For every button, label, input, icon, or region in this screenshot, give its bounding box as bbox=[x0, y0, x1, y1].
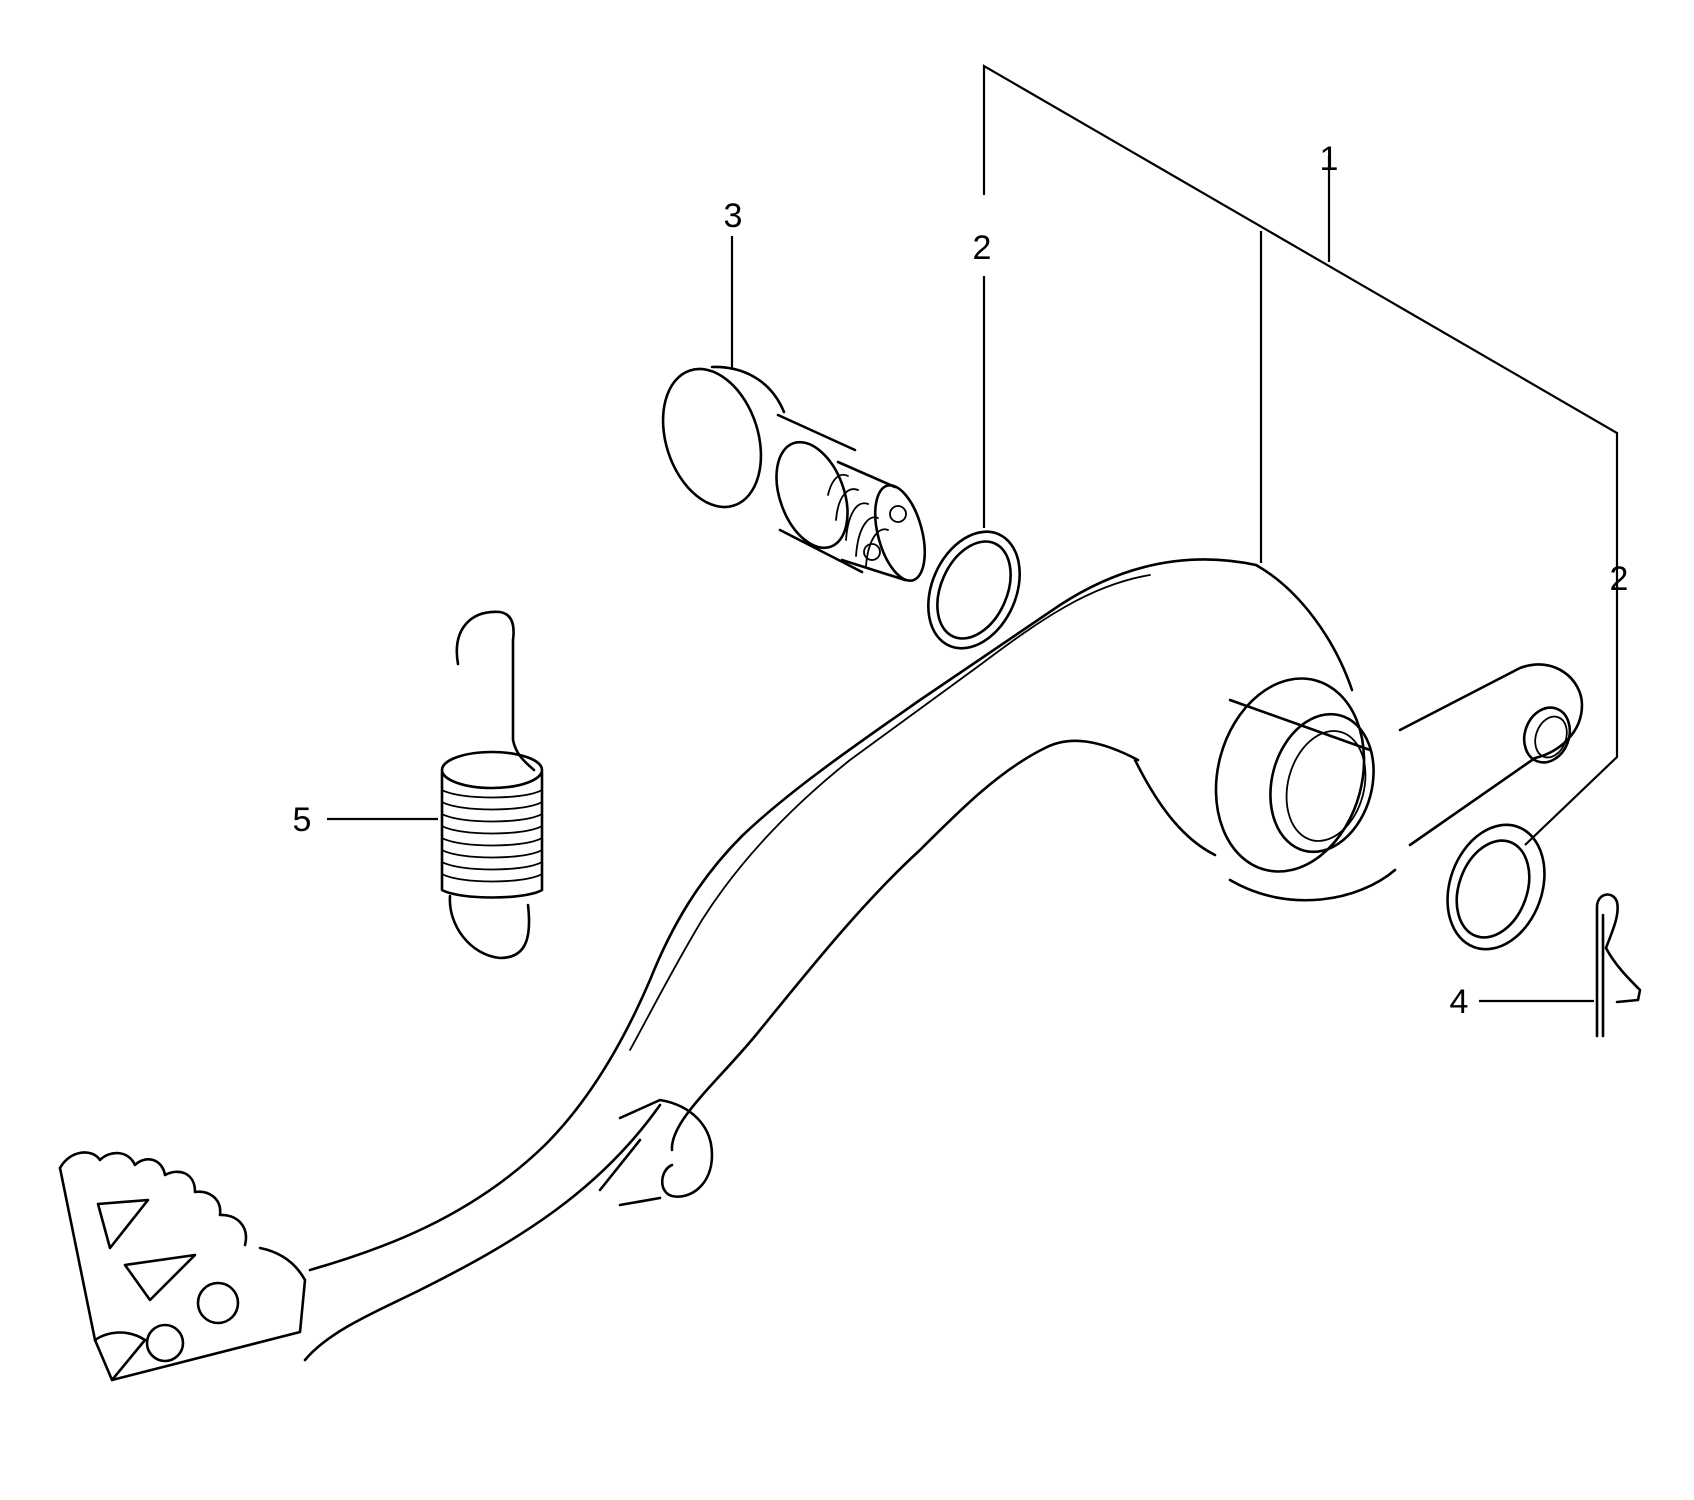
o-ring-left-inner bbox=[936, 540, 1012, 640]
bolt-tip bbox=[873, 484, 927, 582]
o-ring-right-outer bbox=[1446, 823, 1546, 951]
o-ring-right bbox=[1446, 823, 1546, 951]
bolt-flange-rim bbox=[710, 365, 786, 414]
pedal-spring-hook bbox=[598, 1098, 714, 1207]
pedal-tip-grip-holes bbox=[96, 1198, 240, 1363]
pedal-link-hole bbox=[1522, 706, 1572, 764]
pedal-tip-base bbox=[93, 1331, 147, 1382]
pedal-arm-highlight bbox=[629, 574, 1151, 1051]
callout-labels: 1 2 2 3 4 5 bbox=[293, 140, 1629, 1021]
return-spring bbox=[440, 610, 544, 960]
cotter-pin-outline bbox=[1595, 893, 1642, 1038]
bolt-flange bbox=[661, 367, 763, 509]
pedal-link-hole-inner bbox=[1534, 715, 1568, 759]
pedal-hub-outer bbox=[1214, 677, 1366, 873]
callout-5: 5 bbox=[293, 801, 312, 839]
pedal-arm-lower-edge bbox=[670, 739, 1140, 1152]
pivot-bolt bbox=[661, 365, 927, 582]
spring-top-end bbox=[440, 750, 544, 790]
o-ring-right-inner bbox=[1455, 839, 1531, 939]
bolt-cross-hole-top bbox=[889, 505, 907, 523]
leader-lines bbox=[327, 64, 1619, 1003]
bolt-cross-hole-bottom bbox=[863, 543, 881, 561]
pedal-hub-web bbox=[1133, 563, 1354, 857]
callout-4: 4 bbox=[1450, 983, 1469, 1021]
bolt-shank-end bbox=[775, 440, 849, 550]
callout-2-left: 2 bbox=[973, 229, 992, 267]
cotter-pin bbox=[1595, 893, 1642, 1038]
callout-3: 3 bbox=[724, 197, 743, 235]
pedal-hub-bore-inner bbox=[1285, 730, 1367, 842]
bolt-thread-body bbox=[836, 460, 907, 582]
pedal-link-arm bbox=[1398, 663, 1584, 847]
spring-bottom-hook bbox=[448, 894, 531, 960]
bolt-shank bbox=[776, 413, 864, 574]
pedal-arm-lower-edge-2 bbox=[303, 1103, 662, 1362]
leader-bracket-top bbox=[982, 64, 1619, 846]
pedal-tip-body bbox=[58, 1166, 307, 1382]
o-ring-left bbox=[927, 530, 1021, 650]
brake-pedal bbox=[58, 558, 1584, 1382]
pedal-hub-bore bbox=[1269, 712, 1375, 854]
spring-coils bbox=[441, 789, 543, 883]
spring-body bbox=[440, 770, 544, 899]
spring-top-hook bbox=[455, 610, 536, 772]
callout-2-right: 2 bbox=[1610, 560, 1629, 598]
pedal-tip-teeth bbox=[58, 1151, 248, 1247]
pedal-hub-side bbox=[1228, 698, 1397, 902]
callout-1: 1 bbox=[1320, 140, 1339, 178]
o-ring-left-outer bbox=[927, 530, 1021, 650]
pedal-arm-upper-edge bbox=[308, 558, 1258, 1272]
bolt-threads bbox=[827, 473, 889, 567]
